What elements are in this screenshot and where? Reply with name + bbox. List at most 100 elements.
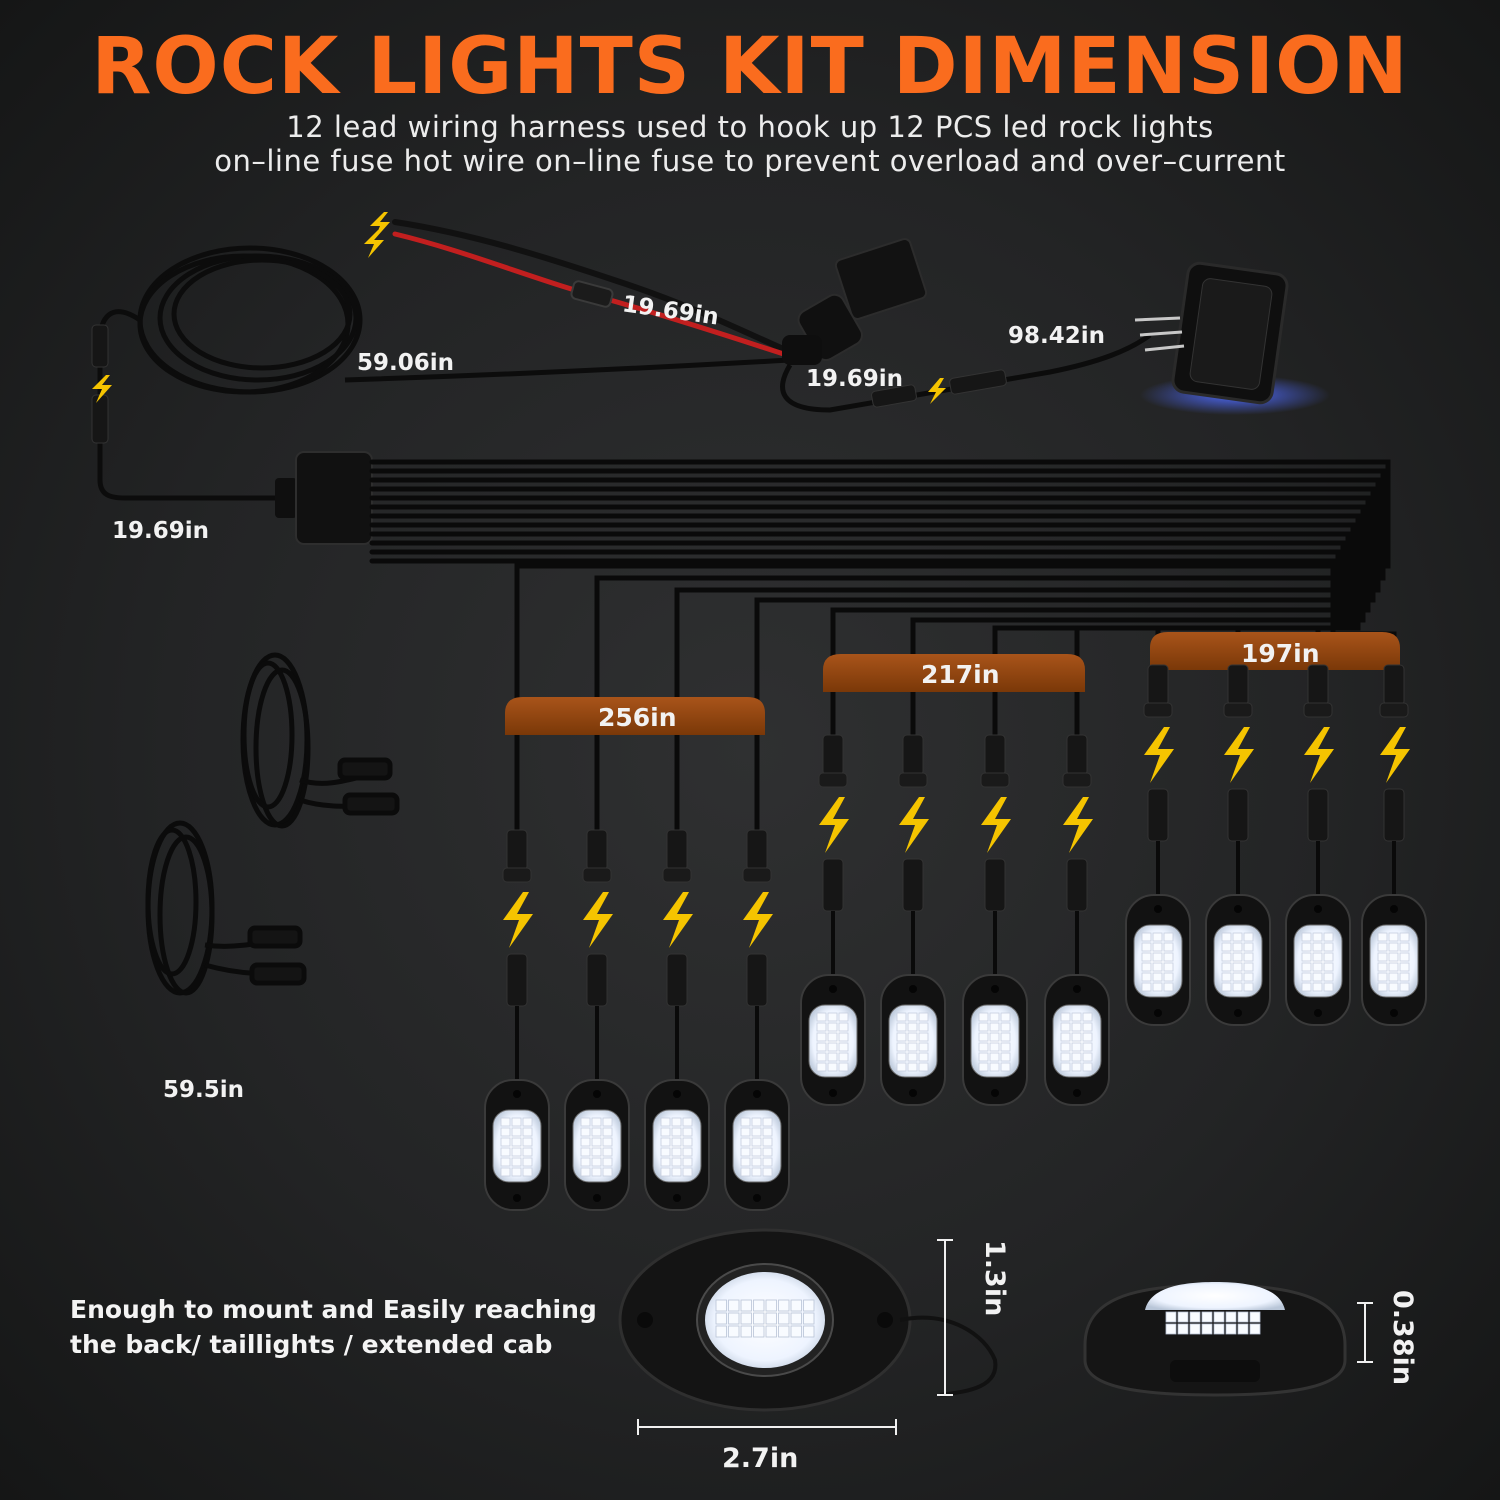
led-chip bbox=[896, 1062, 907, 1072]
rock-light-group-2 bbox=[800, 734, 1110, 1106]
connector-nut bbox=[502, 867, 532, 883]
led-chip bbox=[591, 1127, 602, 1137]
led-chip bbox=[1152, 972, 1163, 982]
connector-male bbox=[1307, 664, 1329, 706]
led-chip bbox=[1323, 952, 1334, 962]
led-chip bbox=[1399, 942, 1410, 952]
connector-male bbox=[984, 734, 1006, 776]
led-chip bbox=[591, 1167, 602, 1177]
led-chip bbox=[1163, 972, 1174, 982]
connector-male bbox=[1147, 664, 1169, 706]
rock-light bbox=[1285, 664, 1351, 1026]
led-chip bbox=[896, 1022, 907, 1032]
led-chip bbox=[778, 1299, 790, 1312]
led-chip bbox=[762, 1147, 773, 1157]
led-chip bbox=[1163, 952, 1174, 962]
connector-female bbox=[746, 953, 768, 1007]
led-chip bbox=[591, 1147, 602, 1157]
led-chip bbox=[751, 1147, 762, 1157]
rock-light bbox=[880, 734, 946, 1106]
connector-nut bbox=[582, 867, 612, 883]
led-chip bbox=[907, 1042, 918, 1052]
led-chip bbox=[591, 1117, 602, 1127]
mount-hole bbox=[1314, 905, 1322, 913]
lightning-bolt-icon bbox=[1144, 727, 1174, 783]
led-chip bbox=[1141, 972, 1152, 982]
led-chip bbox=[500, 1117, 511, 1127]
led-chip bbox=[1249, 1323, 1261, 1335]
lightning-bolt-icon bbox=[1224, 727, 1254, 783]
led-chip bbox=[1323, 982, 1334, 992]
led-chip bbox=[838, 1042, 849, 1052]
rock-light bbox=[1125, 664, 1191, 1026]
connector-female bbox=[1147, 788, 1169, 842]
led-chip bbox=[1388, 932, 1399, 942]
led-chip bbox=[1249, 1311, 1261, 1323]
length-bracket bbox=[1150, 632, 1400, 670]
led-chip bbox=[740, 1299, 752, 1312]
rocker-switch-icon bbox=[1134, 261, 1330, 415]
led-chip bbox=[803, 1299, 815, 1312]
led-chip bbox=[740, 1137, 751, 1147]
rock-light bbox=[962, 734, 1028, 1106]
led-chip bbox=[522, 1167, 533, 1177]
led-chip bbox=[816, 1012, 827, 1022]
lightning-bolt-icon bbox=[583, 892, 613, 948]
led-chip bbox=[896, 1012, 907, 1022]
led-chip bbox=[1312, 942, 1323, 952]
led-chip bbox=[1312, 982, 1323, 992]
led-chip bbox=[1000, 1052, 1011, 1062]
led-chip bbox=[1399, 952, 1410, 962]
led-chip bbox=[1163, 932, 1174, 942]
led-chip bbox=[978, 1022, 989, 1032]
led-chip bbox=[1071, 1042, 1082, 1052]
led-chip bbox=[978, 1042, 989, 1052]
led-chip bbox=[816, 1022, 827, 1032]
led-chip bbox=[1163, 962, 1174, 972]
led-chip bbox=[1000, 1012, 1011, 1022]
mount-hole bbox=[753, 1090, 761, 1098]
mount-hole bbox=[1314, 1009, 1322, 1017]
led-chip bbox=[1243, 972, 1254, 982]
pod-thickness-label: 0.38in bbox=[1387, 1290, 1418, 1386]
rock-light-group-1 bbox=[484, 829, 790, 1211]
extension-cable bbox=[145, 820, 307, 996]
mount-hole bbox=[1390, 1009, 1398, 1017]
led-chip bbox=[1071, 1052, 1082, 1062]
led-chip bbox=[1141, 942, 1152, 952]
mount-hole bbox=[513, 1194, 521, 1202]
led-chip bbox=[1221, 962, 1232, 972]
harness-wire bbox=[369, 459, 1391, 843]
led-chip bbox=[1141, 962, 1152, 972]
led-chip bbox=[1388, 972, 1399, 982]
led-chip bbox=[1232, 972, 1243, 982]
led-chip bbox=[1071, 1022, 1082, 1032]
lightning-bolt-icon bbox=[981, 797, 1011, 853]
connector-male bbox=[506, 829, 528, 871]
led-chip bbox=[1225, 1311, 1237, 1323]
connector-nut bbox=[1303, 702, 1333, 718]
lightning-bolt-icon bbox=[743, 892, 773, 948]
mount-hole bbox=[753, 1194, 761, 1202]
led-chip bbox=[1152, 952, 1163, 962]
led-chip bbox=[522, 1147, 533, 1157]
connector-female bbox=[1307, 788, 1329, 842]
connector-nut bbox=[1143, 702, 1173, 718]
led-chip bbox=[1301, 972, 1312, 982]
led-chip bbox=[1082, 1022, 1093, 1032]
led-chip bbox=[660, 1117, 671, 1127]
led-chip bbox=[1060, 1052, 1071, 1062]
connector-male bbox=[746, 829, 768, 871]
led-chip bbox=[753, 1299, 765, 1312]
lightning-bolt-icon bbox=[663, 892, 693, 948]
rock-light bbox=[1205, 664, 1271, 1026]
led-chip bbox=[522, 1127, 533, 1137]
connector-female bbox=[666, 953, 688, 1007]
page-title: ROCK LIGHTS KIT DIMENSION bbox=[91, 22, 1409, 112]
connector-female bbox=[902, 858, 924, 912]
led-chip bbox=[790, 1325, 802, 1338]
led-chip bbox=[1141, 932, 1152, 942]
led-chip bbox=[1243, 952, 1254, 962]
led-chip bbox=[1232, 982, 1243, 992]
led-chip bbox=[816, 1052, 827, 1062]
